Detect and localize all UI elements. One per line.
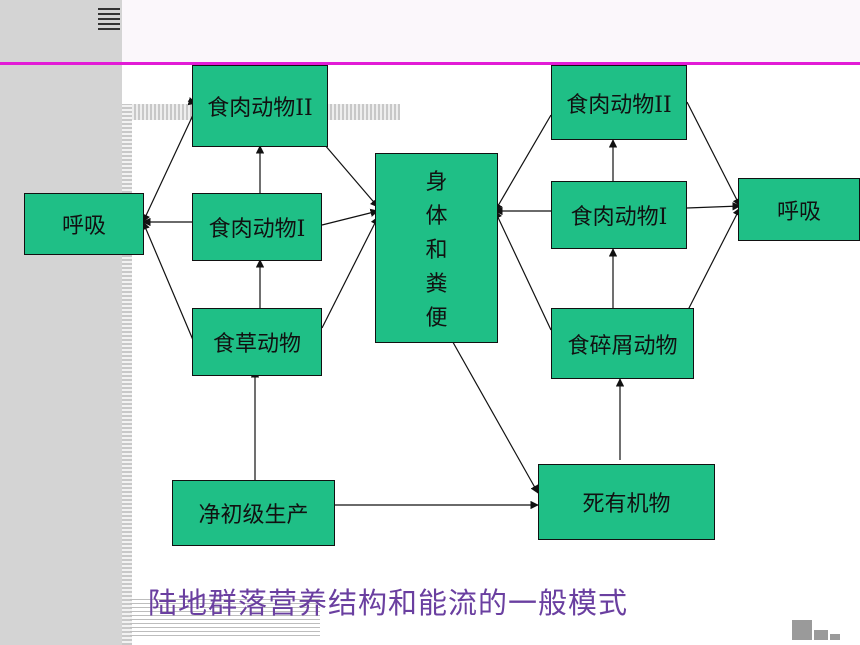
corner-decoration (792, 618, 842, 642)
diagram-caption: 陆地群落营养结构和能流的一般模式 (148, 586, 629, 620)
dead-organic-matter-box: 死有机物 (538, 464, 715, 540)
net-primary-production-box: 净初级生产 (172, 480, 335, 546)
carnivore-ii-right-box: 食肉动物II (551, 65, 687, 140)
left-gray-strip (0, 0, 122, 645)
herbivore-label: 食草动物 (212, 332, 301, 357)
top-band (122, 0, 860, 62)
dead-organic-matter-label: 死有机物 (582, 492, 671, 517)
body-and-feces-char-5: 便 (425, 306, 448, 331)
detritivore-box: 食碎屑动物 (551, 308, 694, 379)
carnivore-ii-right-label: 食肉动物II (566, 92, 672, 118)
decorative-lines (130, 596, 320, 636)
respiration-left-box: 呼吸 (24, 193, 144, 255)
carnivore-i-left-label: 食肉动物I (208, 217, 306, 242)
net-primary-production-label: 净初级生产 (198, 503, 309, 528)
decorative-frame-left (122, 104, 132, 645)
herbivore-box: 食草动物 (192, 308, 322, 376)
accent-rule (0, 62, 860, 65)
carnivore-ii-left-box: 食肉动物II (192, 65, 328, 147)
carnivore-ii-left-label: 食肉动物II (207, 96, 313, 121)
body-and-feces-char-1: 身 (425, 170, 448, 195)
respiration-left-label: 呼吸 (61, 214, 106, 239)
carnivore-i-left-box: 食肉动物I (192, 193, 322, 261)
slide-corner-mark (98, 6, 120, 30)
carnivore-i-right-label: 食肉动物I (570, 205, 668, 230)
body-and-feces-char-2: 体 (425, 204, 448, 229)
respiration-right-label: 呼吸 (776, 199, 821, 225)
body-and-feces-char-3: 和 (425, 238, 448, 263)
detritivore-label: 食碎屑动物 (567, 333, 678, 359)
body-and-feces-char-4: 粪 (425, 272, 448, 297)
respiration-right-box: 呼吸 (738, 178, 860, 241)
carnivore-i-right-box: 食肉动物I (551, 181, 687, 249)
body-and-feces-box: 身 体 和 粪 便 (375, 153, 498, 343)
